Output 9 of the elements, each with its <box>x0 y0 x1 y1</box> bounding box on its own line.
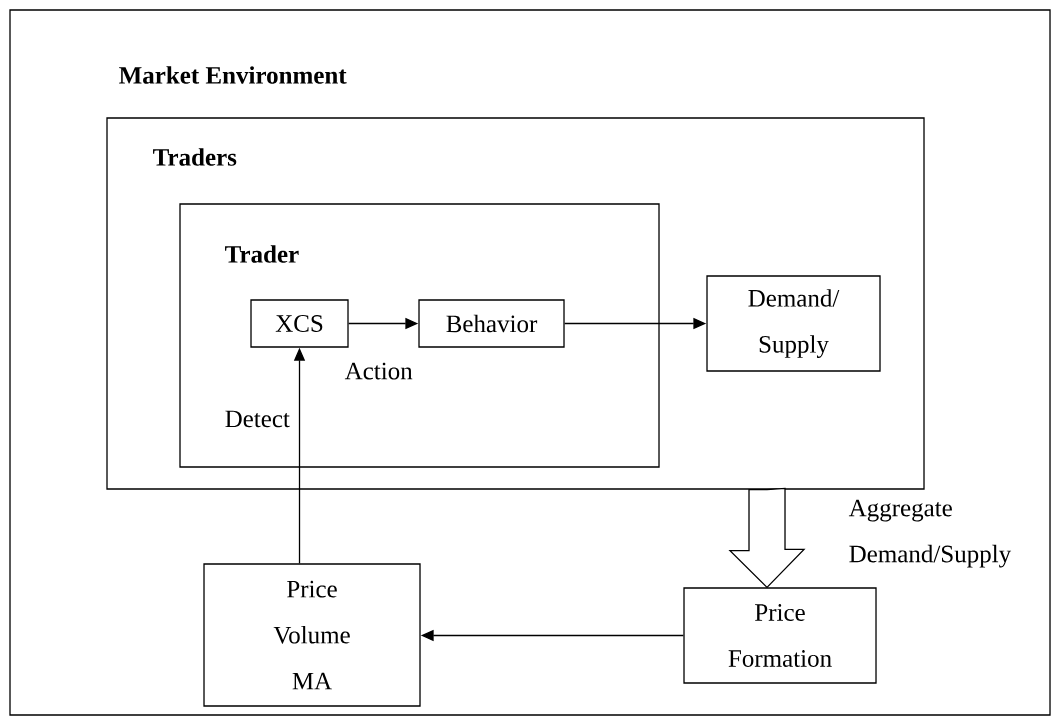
edge-label: Aggregate Demand/Supply <box>848 499 1012 568</box>
edge-label: Detect <box>225 410 290 428</box>
edge-label: Action <box>344 362 413 380</box>
process-box: XCS <box>250 299 349 348</box>
process-box: Demand/ Supply <box>706 275 881 372</box>
block-arrow <box>728 487 806 589</box>
process-box: Price Formation <box>683 587 877 684</box>
process-box: Price Volume MA <box>203 563 421 707</box>
process-box: Behavior <box>418 299 565 348</box>
